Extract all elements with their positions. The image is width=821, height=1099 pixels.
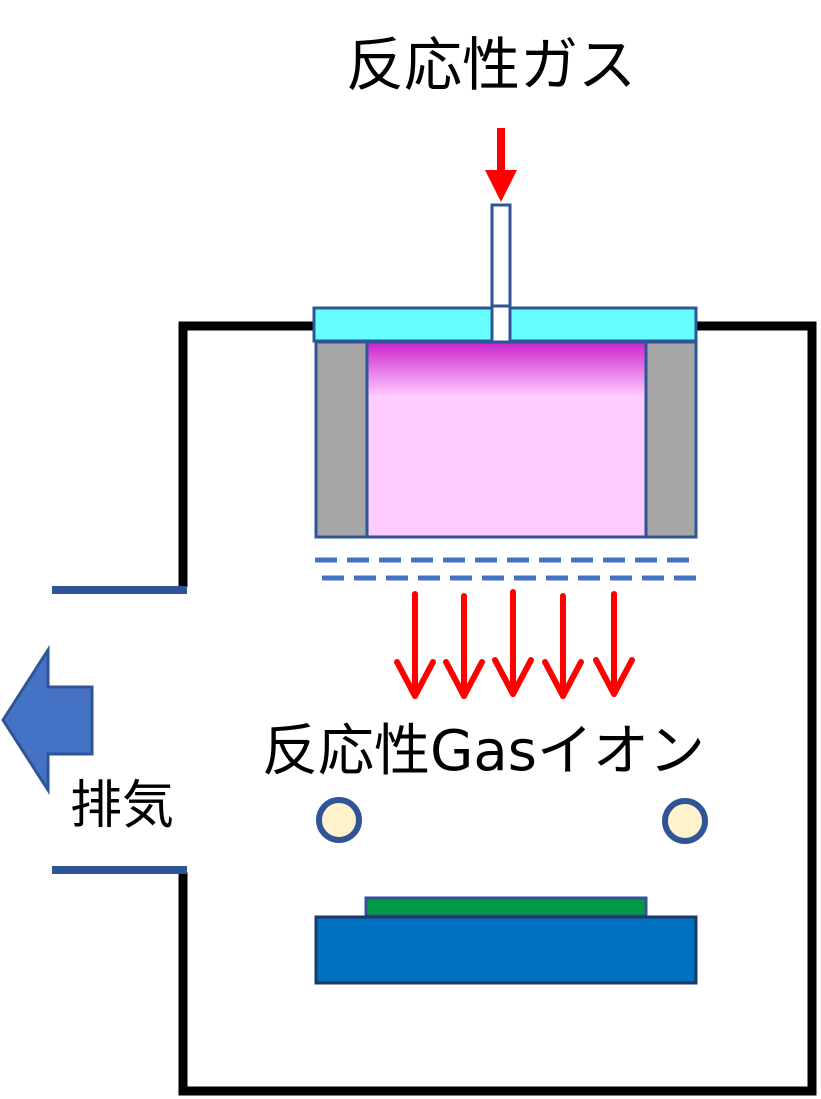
ion-beam-arrow-icon (443, 593, 485, 699)
exhaust-arrow-icon (1, 644, 94, 796)
neutralizer-left (316, 797, 362, 843)
ion-beam-arrow-icon (593, 591, 635, 697)
vacuum-chamber (178, 321, 817, 1096)
chamber-wall-left-top (178, 321, 314, 587)
plasma-chamber (365, 340, 648, 539)
ion-beam-arrow-icon (394, 591, 436, 699)
ion-beam-arrow-icon (492, 589, 534, 697)
ion-source-left-wall (314, 340, 369, 539)
gas-inlet-arrow-icon (485, 128, 517, 202)
reactive-gas-label: 反応性ガス (346, 31, 637, 99)
reactive-gas-ions-label: 反応性Gasイオン (262, 719, 705, 784)
substrate (364, 896, 648, 918)
ion-beam-arrow-icon (542, 593, 584, 699)
ion-source (312, 304, 698, 539)
neutralizer-right (662, 798, 708, 844)
ion-source-right-wall (644, 340, 698, 539)
ion-beam (394, 589, 635, 699)
gas-inlet-pipe-through-lid (490, 304, 512, 344)
chamber-wall-outer (178, 321, 817, 1096)
substrate-stage (314, 915, 698, 985)
exhaust-label: 排気 (70, 776, 175, 836)
exhaust-port (52, 586, 187, 874)
extraction-grids (315, 557, 698, 581)
